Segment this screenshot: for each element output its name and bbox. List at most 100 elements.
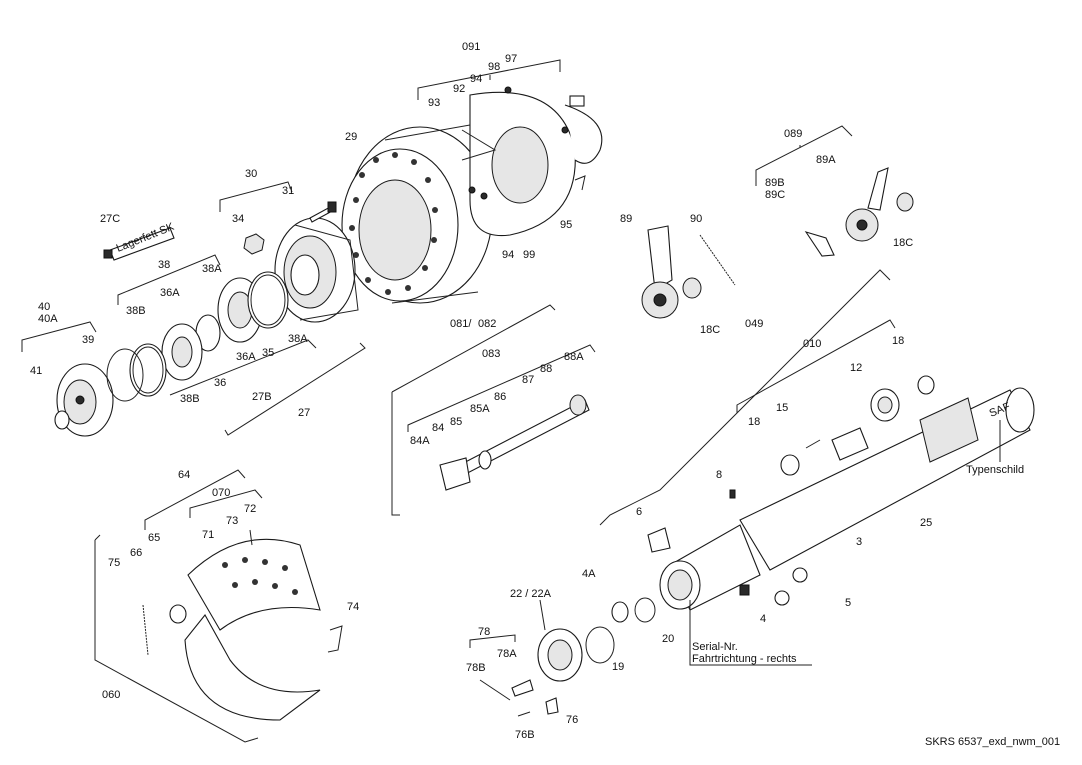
- ring-4A: [611, 601, 629, 623]
- label-66: 66: [130, 547, 142, 559]
- label-94b: 94: [502, 249, 514, 261]
- label-18C-b: 18C: [700, 324, 720, 336]
- inner-bearing: [161, 323, 203, 381]
- label-083: 083: [482, 348, 500, 360]
- slack-adjuster-89A: [845, 167, 889, 242]
- label-010: 010: [803, 338, 821, 350]
- direction-note: Fahrtrichtung - rechts: [692, 653, 797, 665]
- plug-4: [739, 584, 750, 596]
- small-clip-95: [574, 175, 586, 191]
- bushing-18C-b: [896, 192, 914, 212]
- label-060: 060: [102, 689, 120, 701]
- label-84A: 84A: [410, 435, 430, 447]
- label-85: 85: [450, 416, 462, 428]
- axle-beam: [739, 387, 1035, 571]
- label-081: 081/: [450, 318, 472, 330]
- brake-shoe-upper: [187, 538, 321, 631]
- grease-tube: [103, 227, 175, 261]
- label-98: 98: [488, 61, 500, 73]
- seal-ring-38A: [247, 271, 289, 329]
- label-41: 41: [30, 365, 42, 377]
- label-75: 75: [108, 557, 120, 569]
- brake-drum: [341, 124, 493, 304]
- label-94a: 94: [470, 73, 482, 85]
- label-35: 35: [262, 347, 274, 359]
- label-89: 89: [620, 213, 632, 225]
- label-76: 76: [566, 714, 578, 726]
- label-18-b: 18: [748, 416, 760, 428]
- brake-shoe-lower: [184, 614, 321, 721]
- axle-stub: [659, 524, 761, 611]
- label-78B: 78B: [466, 662, 486, 674]
- seal-18b: [780, 454, 800, 476]
- label-71: 71: [202, 529, 214, 541]
- label-20: 20: [662, 633, 674, 645]
- abs-ring-22: [537, 628, 583, 682]
- typeplate-label: Typenschild: [966, 464, 1024, 476]
- label-87: 87: [522, 374, 534, 386]
- label-30: 30: [245, 168, 257, 180]
- label-8: 8: [716, 469, 722, 481]
- label-99: 99: [523, 249, 535, 261]
- wheel-bolt: [309, 201, 337, 223]
- label-38: 38: [158, 259, 170, 271]
- label-4A: 4A: [582, 568, 596, 580]
- label-38B-b: 38B: [180, 393, 200, 405]
- roller-66: [169, 604, 187, 624]
- label-64: 64: [178, 469, 190, 481]
- label-89B: 89B: [765, 177, 785, 189]
- label-93: 93: [428, 97, 440, 109]
- label-34: 34: [232, 213, 244, 225]
- label-76B: 76B: [515, 729, 535, 741]
- label-38B-a: 38B: [126, 305, 146, 317]
- bushing-18C: [682, 277, 702, 299]
- label-29: 29: [345, 131, 357, 143]
- label-082: 082: [478, 318, 496, 330]
- sleeve-6: [647, 527, 671, 553]
- label-049: 049: [745, 318, 763, 330]
- bracket-89B: [804, 231, 835, 257]
- label-95: 95: [560, 219, 572, 231]
- label-78: 78: [478, 626, 490, 638]
- hub-cap: [56, 363, 114, 437]
- label-97: 97: [505, 53, 517, 65]
- label-38A-b: 38A: [288, 333, 308, 345]
- label-12: 12: [850, 362, 862, 374]
- slack-adjuster-89: [641, 225, 679, 319]
- seal-ring-38B: [129, 343, 167, 397]
- leader-lines: [21, 59, 1001, 743]
- label-27B: 27B: [252, 391, 272, 403]
- cap-gasket-39: [106, 348, 144, 402]
- label-18C-a: 18C: [893, 237, 913, 249]
- oring-20: [634, 597, 656, 623]
- label-091: 091: [462, 41, 480, 53]
- brake-bracket-3: [831, 427, 869, 461]
- label-15: 15: [776, 402, 788, 414]
- label-27: 27: [298, 407, 310, 419]
- label-90: 90: [690, 213, 702, 225]
- label-31: 31: [282, 185, 294, 197]
- label-85A: 85A: [470, 403, 490, 415]
- label-88: 88: [540, 363, 552, 375]
- label-089: 089: [784, 128, 802, 140]
- label-40A: 40A: [38, 313, 58, 325]
- serial-note: Serial-Nr.: [692, 641, 738, 653]
- spring-75: [142, 604, 149, 656]
- clip-74: [327, 625, 343, 653]
- label-5: 5: [845, 597, 851, 609]
- label-89C: 89C: [765, 189, 785, 201]
- label-39: 39: [82, 334, 94, 346]
- label-22: 22 / 22A: [510, 588, 552, 600]
- label-65: 65: [148, 532, 160, 544]
- label-36A-b: 36A: [236, 351, 256, 363]
- label-27C: 27C: [100, 213, 120, 225]
- pin-73: [249, 529, 253, 546]
- seal-18a: [917, 375, 935, 395]
- label-92: 92: [453, 83, 465, 95]
- balls-5: [774, 567, 808, 606]
- label-36A-a: 36A: [160, 287, 180, 299]
- label-89A: 89A: [816, 154, 836, 166]
- bearing-12: [870, 388, 900, 422]
